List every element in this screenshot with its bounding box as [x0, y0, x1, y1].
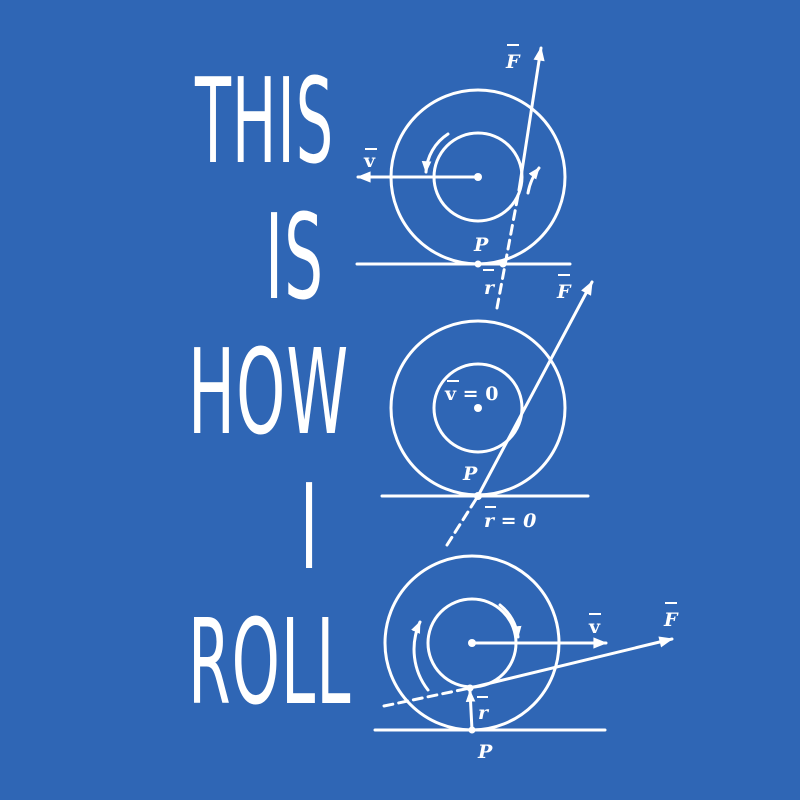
force-arrow-2: [476, 280, 594, 498]
center-dot-1: [474, 173, 482, 181]
contact-point-3: [468, 726, 476, 734]
label-radius-3: r: [478, 702, 490, 724]
rotation-arrow-outer-1: [526, 166, 541, 195]
label-contact-2: P: [462, 463, 478, 485]
label-force-3: F: [663, 609, 679, 631]
label-force-1: F: [505, 51, 521, 73]
title-word-how: HOW: [188, 323, 350, 461]
rotation-arrow-inner-1: [421, 132, 450, 174]
force-line-dashed-1: [495, 188, 521, 310]
wheel-inner-2: [432, 362, 524, 454]
contact-point-2: [474, 492, 482, 500]
diagram-3: [373, 554, 674, 732]
contact-point-1: [474, 260, 482, 268]
label-velocity-1: v: [363, 150, 376, 172]
title-word-is: IS: [265, 188, 325, 326]
diagram-1: [355, 46, 572, 310]
label-velocity-3: v: [588, 616, 601, 638]
label-radius-1: r: [484, 277, 496, 299]
title-word-this: THIS: [195, 52, 335, 190]
force-line-dashed-2: [445, 494, 480, 547]
rotation-arrow-inner-3: [498, 603, 522, 639]
title-word-i: I: [300, 458, 320, 596]
force-arrow-1: [517, 46, 545, 192]
force-line-dashed-3: [382, 686, 472, 708]
diagram-2: [380, 280, 594, 547]
force-point-3: [466, 684, 474, 692]
label-velocity-eq-2: v = 0: [444, 383, 498, 405]
force-arrow-3: [468, 636, 674, 690]
title-word-roll: ROLL: [188, 593, 352, 731]
label-radius-eq-2: r = 0: [484, 510, 536, 532]
rotation-arrow-outer-3: [411, 620, 430, 692]
center-dot-3: [468, 639, 476, 647]
center-dot-2: [474, 404, 482, 412]
label-contact-1: P: [473, 234, 489, 256]
radius-arrow-3: [465, 689, 476, 732]
force-point-1: [499, 260, 507, 268]
label-contact-3: P: [477, 741, 493, 763]
label-force-2: F: [556, 281, 572, 303]
